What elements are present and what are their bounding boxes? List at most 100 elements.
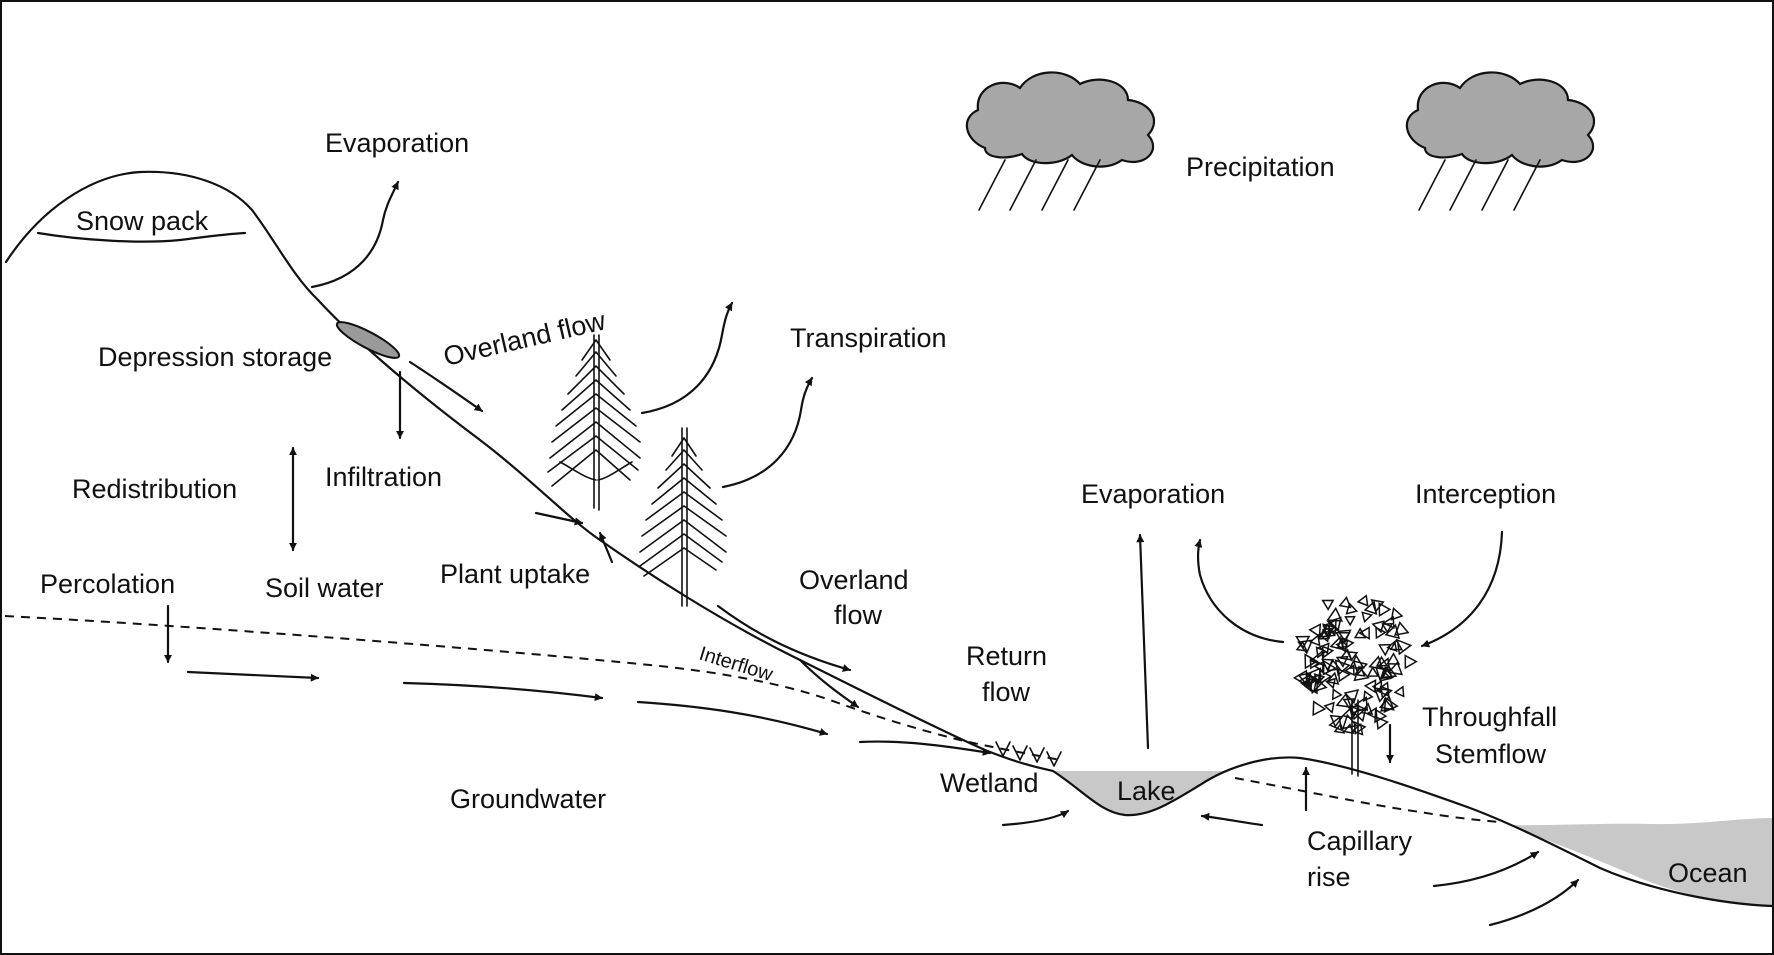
water-table: [4, 615, 1061, 761]
leaf-icon: [1396, 638, 1413, 656]
leaf-icon: [1331, 688, 1343, 701]
label-return-flow-2: flow: [982, 677, 1031, 707]
label-soil-water: Soil water: [265, 573, 384, 603]
leaf-icon: [1389, 638, 1404, 651]
label-stemflow: Stemflow: [1435, 739, 1547, 769]
leaf-icon: [1348, 705, 1361, 717]
label-plant-uptake: Plant uptake: [440, 559, 590, 589]
leaf-icon: [1325, 671, 1340, 685]
label-capillary-rise-2: rise: [1307, 862, 1351, 892]
label-percolation: Percolation: [40, 569, 175, 599]
overland-flow-arrow-upper: [408, 360, 484, 413]
leaf-icon: [1337, 668, 1351, 683]
leaf-icon: [1304, 678, 1318, 695]
return-flow-arrow: [858, 740, 992, 756]
leaf-icon: [1304, 653, 1319, 670]
leaf-icon: [1344, 615, 1356, 627]
groundwater-arrow-3: [636, 700, 829, 736]
leaf-icon: [1352, 707, 1367, 723]
leaf-icon: [1356, 594, 1369, 607]
wetland-vegetation: [995, 741, 1062, 767]
leaf-icon: [1341, 707, 1354, 720]
leaf-icon: [1341, 713, 1358, 730]
leaf-icon: [1358, 626, 1370, 640]
leaf-icon: [1384, 623, 1401, 640]
leaf-icon: [1322, 659, 1337, 676]
ground-surface: [4, 170, 1774, 908]
label-redistribution: Redistribution: [72, 474, 237, 504]
leaf-icon: [1327, 620, 1340, 635]
depression-puddle: [335, 321, 401, 359]
leaf-icon: [1353, 627, 1367, 639]
leaf-icon: [1380, 697, 1395, 713]
label-depression-storage: Depression storage: [98, 342, 332, 372]
leaf-icon: [1342, 698, 1357, 711]
leaf-icon: [1375, 655, 1389, 667]
leaf-icon: [1371, 620, 1385, 634]
label-precipitation: Precipitation: [1186, 152, 1335, 182]
leaf-icon: [1338, 596, 1352, 609]
leaf-icon: [1366, 666, 1380, 677]
label-interception: Interception: [1415, 479, 1556, 509]
overland-flow-arrow-mid: [716, 604, 852, 672]
ocean-water: [1510, 818, 1772, 906]
transpiration-arrow-2: [721, 376, 814, 489]
leaf-icon: [1312, 700, 1327, 717]
leaf-icon: [1345, 602, 1359, 615]
leaf-icon: [1309, 650, 1326, 667]
leaf-icon: [1352, 660, 1369, 676]
leaf-icon: [1329, 714, 1344, 728]
label-evaporation-lake: Evaporation: [1081, 479, 1225, 509]
label-wetland: Wetland: [940, 768, 1039, 798]
snow-pack-boundary: [36, 231, 247, 243]
label-evaporation-top: Evaporation: [325, 128, 469, 158]
label-return-flow-1: Return: [966, 641, 1047, 671]
ocean-inflow-arrow-2: [1488, 878, 1580, 927]
lake-water: [1053, 771, 1228, 816]
leaf-icon: [1365, 706, 1378, 720]
interception-arrow: [1420, 530, 1504, 648]
label-capillary-rise-1: Capillary: [1307, 826, 1413, 856]
rain-cloud-right: [1405, 71, 1596, 211]
groundwater-arrow-2: [402, 681, 604, 702]
evaporation-snow-arrow: [310, 180, 400, 289]
plant-uptake-arrow-1: [534, 511, 584, 526]
leaf-icon: [1382, 615, 1395, 630]
leaf-icon: [1309, 634, 1321, 647]
leaf-icon: [1375, 666, 1390, 681]
lake-inflow-arrow: [1200, 812, 1264, 827]
label-throughfall: Throughfall: [1422, 702, 1557, 732]
wetland-inflow-arrow: [1001, 809, 1070, 827]
leaf-icon: [1324, 677, 1336, 690]
label-infiltration: Infiltration: [325, 462, 442, 492]
leaf-icon: [1295, 640, 1308, 652]
interflow-arrow: [798, 658, 860, 709]
leaf-icon: [1378, 643, 1392, 657]
evaporation-tree-arrow: [1194, 538, 1285, 644]
ocean-inflow-arrow-1: [1432, 850, 1540, 888]
leaf-icon: [1375, 681, 1390, 698]
leaf-icon: [1387, 660, 1404, 676]
conifer-tree-upper: [547, 334, 641, 511]
label-overland-flow-mid-1: Overland: [799, 565, 909, 595]
leaf-icon: [1321, 645, 1335, 659]
leaf-icon: [1351, 722, 1364, 736]
leaf-icon: [1393, 685, 1405, 698]
conifer-tree-lower: [639, 427, 727, 607]
leaf-icon: [1378, 695, 1395, 711]
leaf-icon: [1329, 635, 1345, 651]
leaf-icon: [1308, 623, 1322, 638]
leaf-icon: [1322, 618, 1337, 636]
plant-uptake-arrow-2: [598, 531, 614, 564]
leaf-icon: [1353, 665, 1366, 677]
groundwater-arrow-1: [186, 670, 320, 682]
leaf-icon: [1295, 635, 1311, 649]
label-overland-flow-top: Overland flow: [441, 305, 609, 371]
leaf-icon: [1321, 599, 1335, 611]
evaporation-lake-arrow: [1136, 533, 1150, 750]
label-ocean: Ocean: [1668, 858, 1748, 888]
leaf-icon: [1374, 708, 1388, 724]
leaf-icon: [1346, 650, 1359, 662]
leaf-icon: [1343, 689, 1360, 705]
